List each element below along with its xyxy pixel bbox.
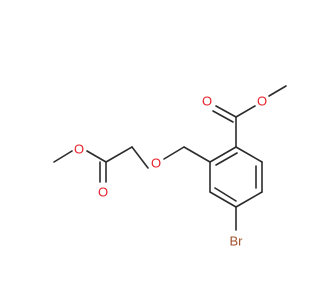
bond-carbonyl-left-o-single xyxy=(86,150,107,163)
bond-ch2-carbonyl-left xyxy=(105,146,133,163)
atom-labels: O O O O O Br xyxy=(74,94,267,249)
bond-ether-o-ch2 xyxy=(131,146,149,169)
ring-double-bond-2 xyxy=(214,187,237,202)
ester-oxygen-left-label: O xyxy=(74,142,84,157)
bond-o-methyl-top xyxy=(268,85,287,97)
methyl-ester-top xyxy=(212,85,287,148)
bond-c3-c4 xyxy=(209,191,237,208)
bond-ch2-ether-o xyxy=(163,146,185,160)
bond-c4-c5 xyxy=(235,191,263,208)
carbonyl-oxygen-top-label: O xyxy=(202,94,212,109)
bond-c1-c2 xyxy=(209,146,237,163)
molecule-structure: O O O O O Br xyxy=(53,85,287,249)
bond-c2-ch2 xyxy=(183,146,211,163)
benzene-ring xyxy=(209,146,263,208)
carbonyl-oxygen-left-label: O xyxy=(98,185,108,200)
ester-oxygen-top-label: O xyxy=(257,94,267,109)
bond-o-methyl-left xyxy=(53,150,73,163)
ether-oxygen-label: O xyxy=(151,156,161,171)
ether-chain xyxy=(53,146,211,183)
bond-carbonyl-o-single xyxy=(235,105,256,118)
bond-carbonyl-o-double-b xyxy=(212,110,234,123)
bromine-label: Br xyxy=(230,234,244,249)
bond-carbonyl-o-double-a xyxy=(215,105,237,118)
ring-double-bond-1 xyxy=(215,152,238,166)
bond-c6-c1 xyxy=(235,146,263,163)
